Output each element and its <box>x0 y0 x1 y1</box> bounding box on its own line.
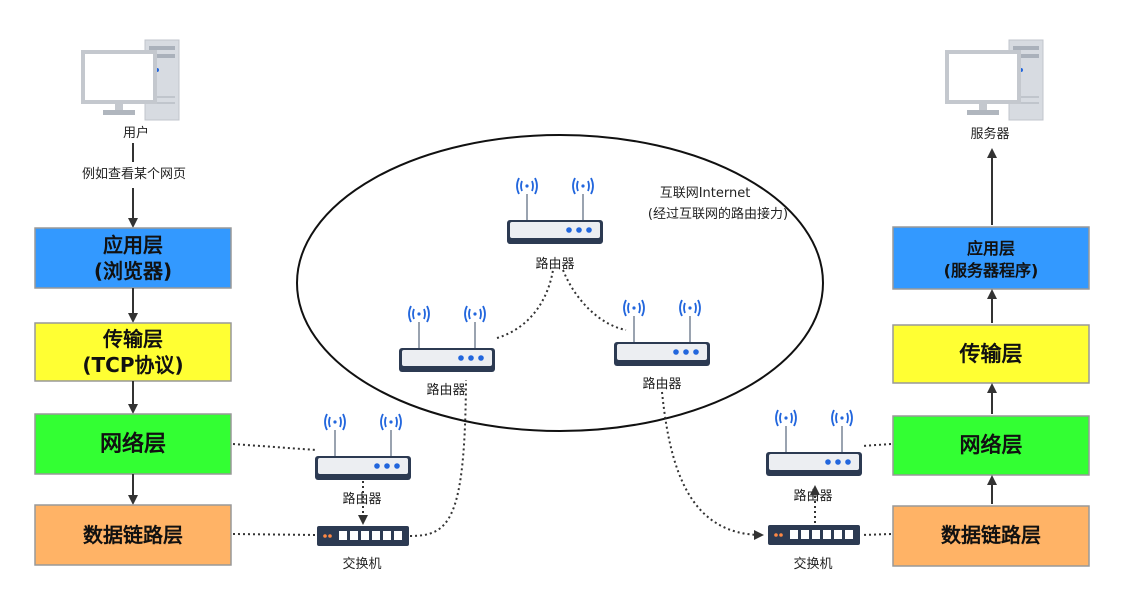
link-client-datalink-switch <box>232 533 317 536</box>
server-application-sublabel: (服务器程序) <box>944 261 1039 280</box>
server-application-layer <box>892 226 1090 290</box>
client-datalink-layer <box>34 504 232 566</box>
server-network-layer <box>892 415 1090 476</box>
client-title: 用户 <box>123 125 149 141</box>
server-datalink-layer <box>892 505 1090 567</box>
server-computer-icon <box>945 38 1045 122</box>
router-icon <box>314 413 412 481</box>
switch-icon <box>317 526 409 546</box>
router-icon <box>613 299 711 367</box>
link-top-router-right-router <box>562 269 627 331</box>
client-network-layer <box>34 413 232 475</box>
client-example-label: 例如查看某个网页 <box>82 166 186 182</box>
edge-left-switch-label: 交换机 <box>342 556 381 572</box>
server-title: 服务器 <box>970 126 1009 142</box>
edge-right-router-label: 路由器 <box>793 488 832 504</box>
link-switch-internet-left <box>409 379 467 537</box>
router-right-label: 路由器 <box>642 376 681 392</box>
client-transport-label: 传输层 <box>102 327 163 351</box>
client-network-label: 网络层 <box>100 431 166 457</box>
client-transport-sublabel: (TCP协议) <box>82 353 183 377</box>
router-icon <box>398 305 496 373</box>
server-datalink-label: 数据链路层 <box>941 523 1041 547</box>
client-application-layer <box>34 227 232 289</box>
client-computer-icon <box>81 38 181 122</box>
edge-left-router-label: 路由器 <box>342 491 381 507</box>
client-application-sublabel: (浏览器) <box>94 259 172 283</box>
switch-icon <box>768 525 860 545</box>
internet-label: 互联网Internet <box>660 186 751 201</box>
link-client-network-router <box>232 443 317 451</box>
client-application-label: 应用层 <box>103 233 163 257</box>
link-internet-switch-right <box>661 391 764 540</box>
router-top-label: 路由器 <box>535 256 574 272</box>
edge-right-switch-label: 交换机 <box>793 556 832 572</box>
link-server-datalink-switch <box>861 533 892 536</box>
server-application-label: 应用层 <box>967 239 1015 258</box>
client-datalink-label: 数据链路层 <box>83 523 183 547</box>
internet-sublabel: (经过互联网的路由接力) <box>648 206 788 222</box>
link-server-network-router <box>861 443 892 447</box>
server-network-label: 网络层 <box>960 433 1023 457</box>
server-transport-label: 传输层 <box>959 342 1023 366</box>
link-left-router-top-router <box>496 269 554 339</box>
internet-cloud <box>296 134 824 432</box>
client-transport-layer <box>34 322 232 382</box>
router-left-label: 路由器 <box>426 382 465 398</box>
server-transport-layer <box>892 324 1090 384</box>
router-icon <box>765 409 863 477</box>
router-icon <box>506 177 604 245</box>
